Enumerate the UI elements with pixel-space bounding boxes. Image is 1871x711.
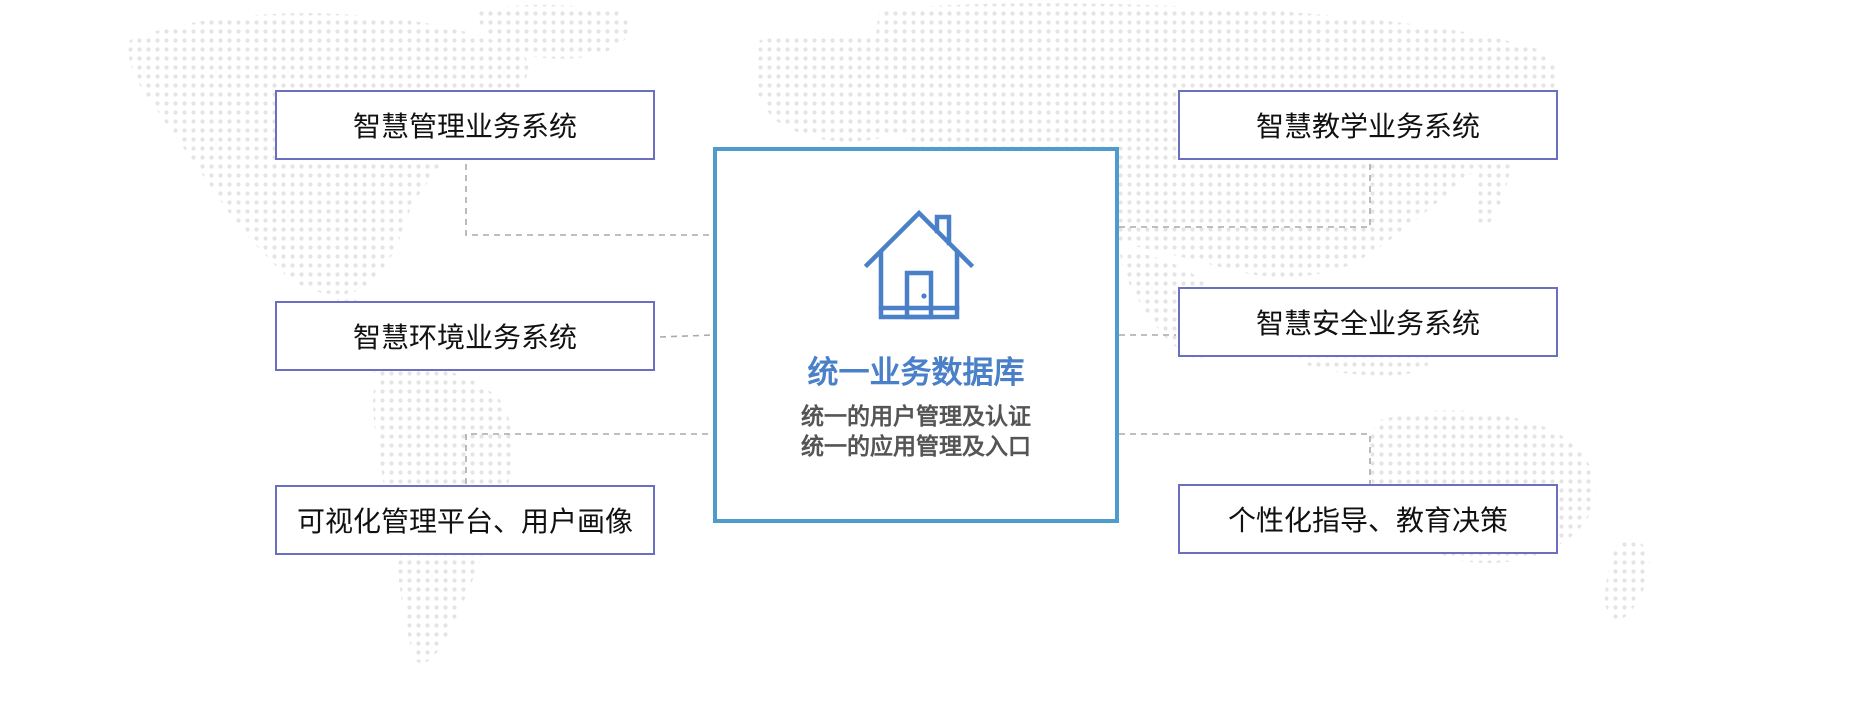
connector-left-middle <box>659 334 714 338</box>
center-subtitle-application: 统一的应用管理及入口 <box>801 434 1031 460</box>
central-database-box: 统一业务数据库 统一的用户管理及认证 统一的应用管理及入口 <box>713 147 1119 523</box>
system-box-smart-environment: 智慧环境业务系统 <box>275 301 655 371</box>
system-box-label: 可视化管理平台、用户画像 <box>296 505 633 538</box>
connector-left-top <box>465 164 713 236</box>
system-box-label: 智慧管理业务系统 <box>352 110 577 143</box>
connector-right-bottom <box>1119 433 1371 484</box>
center-title: 统一业务数据库 <box>807 355 1025 391</box>
system-box-label: 智慧环境业务系统 <box>352 321 577 354</box>
system-box-smart-security: 智慧安全业务系统 <box>1178 287 1558 357</box>
system-box-label: 智慧安全业务系统 <box>1255 307 1480 340</box>
system-box-smart-management: 智慧管理业务系统 <box>275 90 655 160</box>
system-box-personalized-guidance: 个性化指导、教育决策 <box>1178 484 1558 554</box>
system-box-label: 个性化指导、教育决策 <box>1227 504 1508 537</box>
house-icon <box>863 209 975 320</box>
connector-right-top <box>1119 164 1371 228</box>
system-box-smart-teaching: 智慧教学业务系统 <box>1178 90 1558 160</box>
system-box-label: 智慧教学业务系统 <box>1255 110 1480 143</box>
connector-left-bottom <box>465 433 713 484</box>
center-subtitle-user: 统一的用户管理及认证 <box>801 404 1031 430</box>
system-box-visual-management: 可视化管理平台、用户画像 <box>275 485 655 555</box>
